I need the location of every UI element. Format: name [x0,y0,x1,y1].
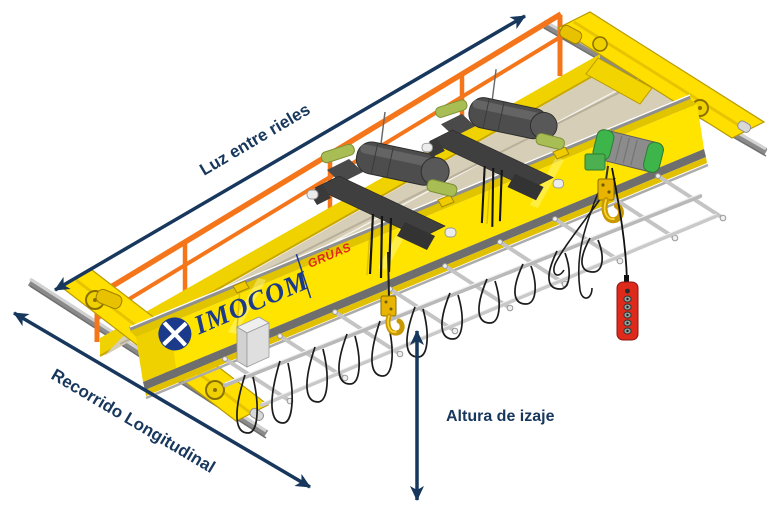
end-tie-right [585,57,653,105]
end-truck-right [556,11,766,139]
pendant-cable [611,167,628,283]
pendant-buttons [623,288,632,335]
dimension-arrow-lift: Altura de izaje [410,330,555,501]
hoist-junction-box [584,153,606,171]
auxiliary-hoist-motor [592,129,664,173]
pendant-control [611,167,639,341]
label-lift: Altura de izaje [446,408,555,425]
pendant-body [616,281,639,341]
electrical-box [236,316,270,368]
